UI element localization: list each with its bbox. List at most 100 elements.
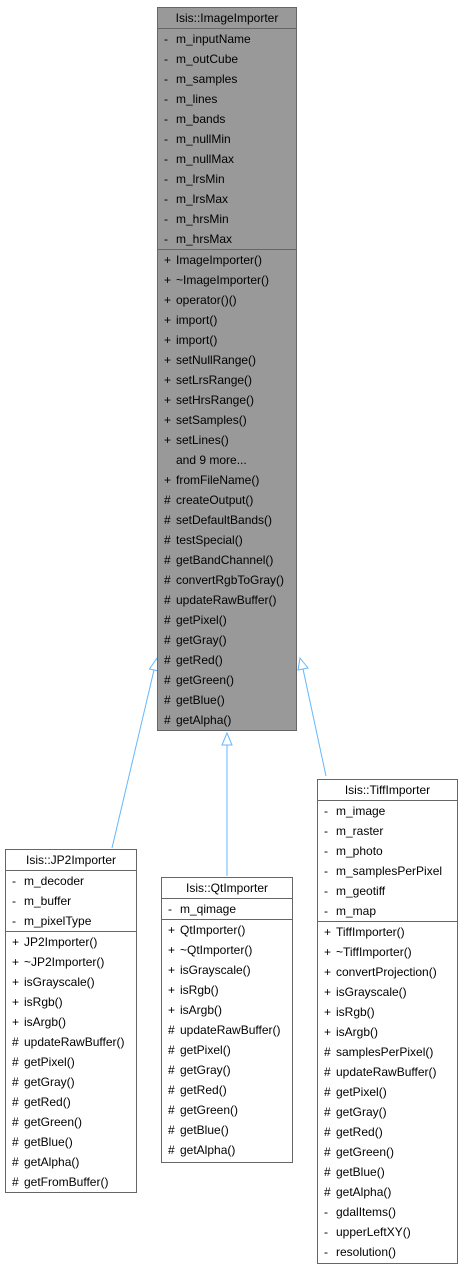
visibility-marker: #: [324, 1145, 331, 1159]
attribute-name: m_photo: [336, 844, 383, 858]
operation-name: fromFileName(): [176, 473, 260, 487]
class-title: Isis::QtImporter: [162, 878, 292, 899]
visibility-marker: +: [12, 935, 20, 949]
operation-getgreen: # getGreen(): [168, 1100, 292, 1120]
operation-testspecial: #testSpecial(): [164, 530, 296, 550]
operation-getblue: # getBlue(): [164, 690, 296, 710]
edge-jp2-to-image-importer: [111, 669, 155, 849]
operation-name: getBlue(): [24, 1135, 73, 1149]
visibility-marker: +: [164, 433, 172, 447]
attribute-m-buffer: -m_buffer: [12, 891, 136, 911]
operation-getred: #getRed(): [164, 650, 296, 670]
attribute-m-inputname: -m_inputName: [164, 29, 296, 49]
visibility-marker: +: [324, 945, 332, 959]
attribute-name: m_bands: [176, 112, 226, 126]
class-title: Isis::TiffImporter: [318, 780, 457, 801]
class-tiff-importer[interactable]: Isis::TiffImporter-m_image-m_raster-m_ph…: [317, 779, 458, 1264]
visibility-marker: #: [164, 513, 171, 527]
visibility-marker: #: [168, 1123, 175, 1137]
operation-getalpha: #getAlpha(): [324, 1182, 457, 1202]
operation-name: JP2Importer(): [24, 935, 98, 949]
visibility-marker: #: [324, 1125, 331, 1139]
class-title: Isis::ImageImporter: [158, 8, 296, 29]
operations-section: +JP2Importer()+~JP2Importer()+isGrayscal…: [6, 932, 136, 1192]
operation-setlrsrange: +setLrsRange(): [164, 370, 296, 390]
attribute-name: m_geotiff: [336, 884, 386, 898]
attribute-m-geotiff: -m_geotiff: [324, 881, 457, 901]
attribute-name: m_nullMax: [176, 152, 235, 166]
visibility-marker: -: [164, 112, 168, 126]
operation-name: setHrsRange(): [176, 393, 255, 407]
visibility-marker: +: [164, 373, 172, 387]
class-image-importer[interactable]: Isis::ImageImporter-m_inputName-m_outCub…: [157, 7, 297, 731]
attribute-name: m_buffer: [24, 894, 72, 908]
attributes-section: -m_qimage: [162, 899, 292, 920]
visibility-marker: #: [168, 1023, 175, 1037]
operation-updaterawbuffer: #updateRawBuffer(): [12, 1032, 136, 1052]
attribute-name: m_decoder: [24, 874, 85, 888]
operation-name: samplesPerPixel(): [336, 1045, 434, 1059]
visibility-marker: #: [168, 1083, 175, 1097]
operation-name: getBlue(): [176, 693, 225, 707]
operations-section: +ImageImporter()+~ImageImporter()+operat…: [158, 250, 296, 730]
operation-getgray: #getGray(): [12, 1072, 136, 1092]
visibility-marker: +: [164, 393, 172, 407]
visibility-marker: +: [168, 963, 176, 977]
operation-name: isArgb(): [336, 1025, 379, 1039]
operation-qtimporter: +QtImporter(): [168, 920, 292, 940]
operation-name: createOutput(): [176, 493, 254, 507]
visibility-marker: +: [164, 313, 172, 327]
visibility-marker: -: [324, 804, 328, 818]
attribute-m-outcube: -m_outCube: [164, 49, 296, 69]
operation-setsamples: +setSamples(): [164, 410, 296, 430]
visibility-marker: #: [12, 1055, 19, 1069]
operation-getgreen: #getGreen(): [324, 1142, 457, 1162]
operation-name: getPixel(): [24, 1055, 75, 1069]
visibility-marker: #: [164, 593, 171, 607]
visibility-marker: -: [12, 894, 16, 908]
visibility-marker: -: [324, 884, 328, 898]
visibility-marker: #: [164, 693, 171, 707]
visibility-marker: +: [164, 333, 172, 347]
operation-name: resolution(): [336, 1245, 397, 1259]
attribute-m-nullmin: -m_nullMin: [164, 129, 296, 149]
attribute-m-samples: -m_samples: [164, 69, 296, 89]
visibility-marker: +: [324, 985, 332, 999]
attribute-name: m_outCube: [176, 52, 239, 66]
operation-isargb: +isArgb(): [168, 1000, 292, 1020]
visibility-marker: #: [12, 1035, 19, 1049]
operation-name: updateRawBuffer(): [176, 593, 277, 607]
visibility-marker: #: [168, 1103, 175, 1117]
visibility-marker: +: [164, 473, 172, 487]
operation-isgrayscale: +isGrayscale(): [168, 960, 292, 980]
operation-imageimporter: +~ImageImporter(): [164, 270, 296, 290]
visibility-marker: -: [164, 172, 168, 186]
visibility-marker: -: [164, 152, 168, 166]
operation-name: getFromBuffer(): [24, 1175, 109, 1189]
operation-name: gdalItems(): [336, 1205, 397, 1219]
visibility-marker: #: [12, 1095, 19, 1109]
operation-name: getRed(): [336, 1125, 383, 1139]
visibility-marker: +: [168, 1003, 176, 1017]
operation-name: setNullRange(): [176, 353, 257, 367]
operation-setdefaultbands: #setDefaultBands(): [164, 510, 296, 530]
class-qt-importer[interactable]: Isis::QtImporter-m_qimage+QtImporter()+~…: [161, 877, 293, 1163]
operation-name: getGreen(): [180, 1103, 239, 1117]
class-jp2-importer[interactable]: Isis::JP2Importer-m_decoder-m_buffer-m_p…: [5, 849, 137, 1193]
attribute-m-photo: -m_photo: [324, 841, 457, 861]
visibility-marker: #: [164, 573, 171, 587]
operation-sethrsrange: + setHrsRange(): [164, 390, 296, 410]
operation-setlines: +setLines(): [164, 430, 296, 450]
operation-getalpha: #getAlpha(): [12, 1152, 136, 1172]
visibility-marker: +: [164, 413, 172, 427]
attribute-m-nullmax: -m_nullMax: [164, 149, 296, 169]
operation-samplesperpixel: #samplesPerPixel(): [324, 1042, 457, 1062]
operation-gdalitems: -gdalItems(): [324, 1202, 457, 1222]
operation-name: getAlpha(): [336, 1185, 392, 1199]
visibility-marker: -: [164, 132, 168, 146]
visibility-marker: -: [324, 1205, 328, 1219]
operation-getalpha: #getAlpha(): [164, 710, 296, 730]
operation-name: getAlpha(): [24, 1155, 80, 1169]
operation-name: TiffImporter(): [336, 925, 405, 939]
arrowhead-tiff: [297, 656, 309, 671]
